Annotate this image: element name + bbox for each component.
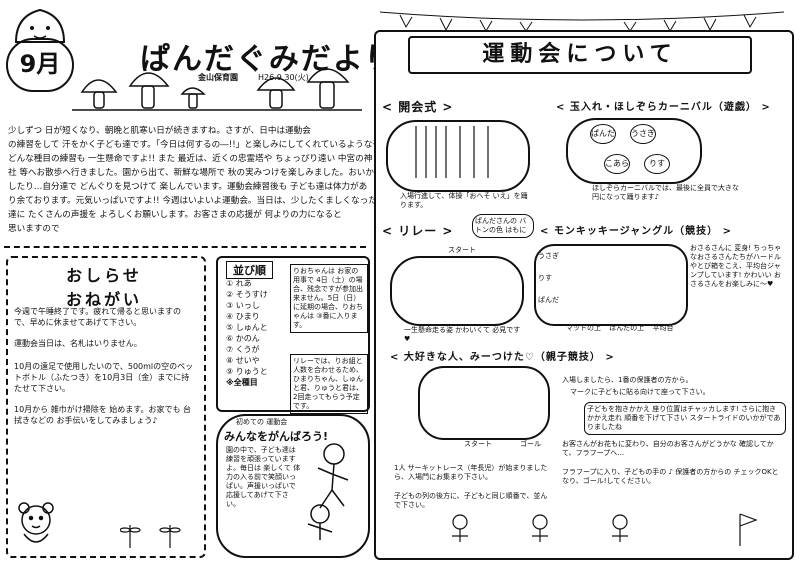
jungle-label: ぱんだの上 xyxy=(609,324,645,332)
intro-line: 達に たくさんの声援を よろしくお願いします。お客さまの応援が 何よりの力になる… xyxy=(8,210,342,220)
opening-field xyxy=(386,120,530,192)
intro-line: したり…自分達で どんぐりを見つけて 楽しんでいます。運動会練習後も 子ども達は… xyxy=(8,182,368,192)
month-badge: 9月 xyxy=(6,38,74,92)
notice-item: 10月から 雑巾がけ掃除を 始めます。お家でも 台拭きなどの お手伝いをしてみま… xyxy=(14,405,192,425)
relay-title: < リレー > xyxy=(382,224,454,238)
relay-field xyxy=(390,256,524,326)
order-item: ④ ひまり xyxy=(226,312,260,321)
school-name: 金山保育園 xyxy=(198,73,238,82)
order-note-2: リレーでは、りお組と人数を合わせるため、ひまりちゃん、しゅんと君、りゅうと君は、… xyxy=(290,354,368,414)
dragonfly-icon xyxy=(120,525,181,548)
notice-item: 運動会当日は、名札はいりません。 xyxy=(14,339,142,348)
sports-banner: 運動会について xyxy=(408,36,752,74)
family-step-3c: 子どもを抱きかかえ 座り位置はチャッカします! さらに抱きかかえ走れ 順番を下げ… xyxy=(584,402,786,435)
tamaire-title: < 玉入れ・ほしぞらカーニバル（遊戯） > xyxy=(556,102,771,113)
order-title: 並び順 xyxy=(226,261,273,279)
order-note-1: りおちゃんは お家の用事で 4日（土）の場合、残念ですが参加出来ません。5日（日… xyxy=(290,264,368,333)
relay-bubble: ぱんださんの バトンの色 はもに xyxy=(472,214,534,238)
encourage-box xyxy=(216,414,370,558)
jungle-label: マットの上 xyxy=(566,324,601,332)
order-item: ⑨ りゅうと xyxy=(226,367,268,376)
order-item: ⑧ せいや xyxy=(226,356,260,365)
intro-line: どんな種目の練習も 一生懸命ですよ!! また 最近は、近くの忠霊塔や ちょっぴり… xyxy=(8,154,373,164)
intro-line: 社 等へお散歩へ行きました。園から出て、新鮮な場所で 秋の実みつけを楽しみました… xyxy=(8,168,409,178)
family-goal: ゴール xyxy=(520,440,541,448)
family-step-2: 子どもの列の後方に、子どもと同じ順番で、並んで下さい。 xyxy=(394,492,548,509)
relay-caption: 一生懸命走る姿 かわいくて 必見です♥ xyxy=(404,326,521,343)
encourage-small: 初めての 運動会 xyxy=(236,418,288,426)
team-circle-usagi: うさぎ xyxy=(630,124,656,144)
team-circle-risu: りす xyxy=(644,154,670,174)
notice-title-1: おしらせ xyxy=(66,266,142,285)
order-item: ⑥ かのん xyxy=(226,334,260,343)
family-field xyxy=(418,366,550,440)
notice-title: おしらせ おねがい xyxy=(34,262,174,310)
children-running-icon xyxy=(307,443,349,540)
order-item: ① れあ xyxy=(226,279,252,288)
jungle-labels: マットの上 ぱんだの上 平均台 xyxy=(566,324,673,333)
intro-line: り余ております。元気いっぱいですよ!! 今週はいよいよ運動会。当日は、少したくま… xyxy=(8,196,403,206)
order-item: ③ いっし xyxy=(226,301,260,310)
encourage-title: みんなをがんばろう! xyxy=(224,430,329,443)
team-circle-koara: こあら xyxy=(604,154,630,174)
issue-date: H26.9.30(火) xyxy=(258,73,309,82)
order-item: ② そうすけ xyxy=(226,290,268,299)
jungle-caption: おさるさんに 変身! ちっちゃなおさるさんたちがハードルやとび箱をこえ、平均台ジ… xyxy=(690,244,782,288)
family-step-1: 1人 サーキットレース（年長児）が始まりましたら、入場門にお集まり下さい。 xyxy=(394,464,548,481)
flag-bunting-icon xyxy=(380,11,784,32)
family-step-4: お客さんがお花もに変わり、自分のお客さんがどうかな 確認してかて、フラフープへ… xyxy=(562,440,774,457)
opening-caption: 入場行進して、体操「おへそ いえ」を踊ります。 xyxy=(400,192,528,209)
month-label: 9月 xyxy=(19,50,61,78)
encourage-text: 園の中で、子ども達は練習を頑張っていますよ。毎日は 楽しくて 体力の入る前で笑顔… xyxy=(226,446,301,508)
order-item: ⑤ しゅんと xyxy=(226,323,268,332)
jungle-label: 平均台 xyxy=(652,324,674,332)
notice-title-2: おねがい xyxy=(65,290,142,309)
notice-list: 今週で午睡終了です。疲れて帰ると思いますので、早めに休ませてあげて下さい。 運動… xyxy=(14,306,196,426)
order-item: ⑦ くうが xyxy=(226,345,260,354)
intro-line: 思いますので xyxy=(8,224,60,234)
relay-start: スタート xyxy=(448,246,476,254)
family-step-3b: マークに子どもに貼る向けて座って下さい。 xyxy=(570,388,710,396)
order-list: ① れあ ② そうすけ ③ いっし ④ ひまり ⑤ しゅんと ⑥ かのん ⑦ く… xyxy=(226,278,286,388)
jungle-rows: うさぎ りす ぱんだ xyxy=(538,252,559,318)
intro-text: 少しずつ 日が短くなり、朝晩と肌寒い日が続きますね。さすが、日中は運動会 の練習… xyxy=(8,124,409,236)
mushroom-illustration xyxy=(72,68,362,111)
bear-icon xyxy=(18,502,54,543)
chestnut-icon xyxy=(14,8,66,43)
family-step-5: フラフープに入り、子どもの手の ♪ 保護者の方からの チェックOKとなり、ゴール… xyxy=(562,468,779,485)
jungle-title: < モンキッキージャングル（競技） > xyxy=(540,226,733,237)
family-title: < 大好きな人、みーつけた♡（親子競技） > xyxy=(390,352,615,363)
team-circle-panda: ぱんだ xyxy=(590,124,616,144)
order-box xyxy=(216,256,370,412)
jungle-row-label: ぱんだ xyxy=(538,296,559,304)
notice-item: 今週で午睡終了です。疲れて帰ると思いますので、早めに休ませてあげて下さい。 xyxy=(14,307,181,327)
family-race-drawings xyxy=(452,513,758,546)
opening-title: < 開会式 > xyxy=(382,100,454,114)
jungle-row-label: りす xyxy=(538,274,552,282)
order-extra: ※全種目 xyxy=(226,378,258,387)
intro-line: の練習をして 汗をかく子ども達です。「今日は何するの―!!」と楽しみにしてくれて… xyxy=(8,140,407,150)
sports-title: 運動会について xyxy=(482,42,678,67)
jungle-row-label: うさぎ xyxy=(538,252,559,260)
opening-lines xyxy=(415,126,489,178)
intro-line: 少しずつ 日が短くなり、朝晩と肌寒い日が続きますね。さすが、日中は運動会 xyxy=(8,126,311,136)
notice-box xyxy=(6,256,206,558)
jungle-field xyxy=(534,244,688,326)
newsletter-title: ぱんだぐみだより xyxy=(140,42,397,77)
intro-divider xyxy=(4,246,366,248)
family-start: スタート xyxy=(464,440,492,448)
tamaire-caption: ほしぞらカーニバルでは、最後に全員で大きな円になって踊ります♪ xyxy=(592,184,739,201)
family-step-3: 入場しましたら、1番の保護者の方から。 xyxy=(562,376,693,384)
notice-item: 10月の遠足で使用したいので、500mlの空のペットボトル（ふたつき）を10月3… xyxy=(14,362,194,393)
